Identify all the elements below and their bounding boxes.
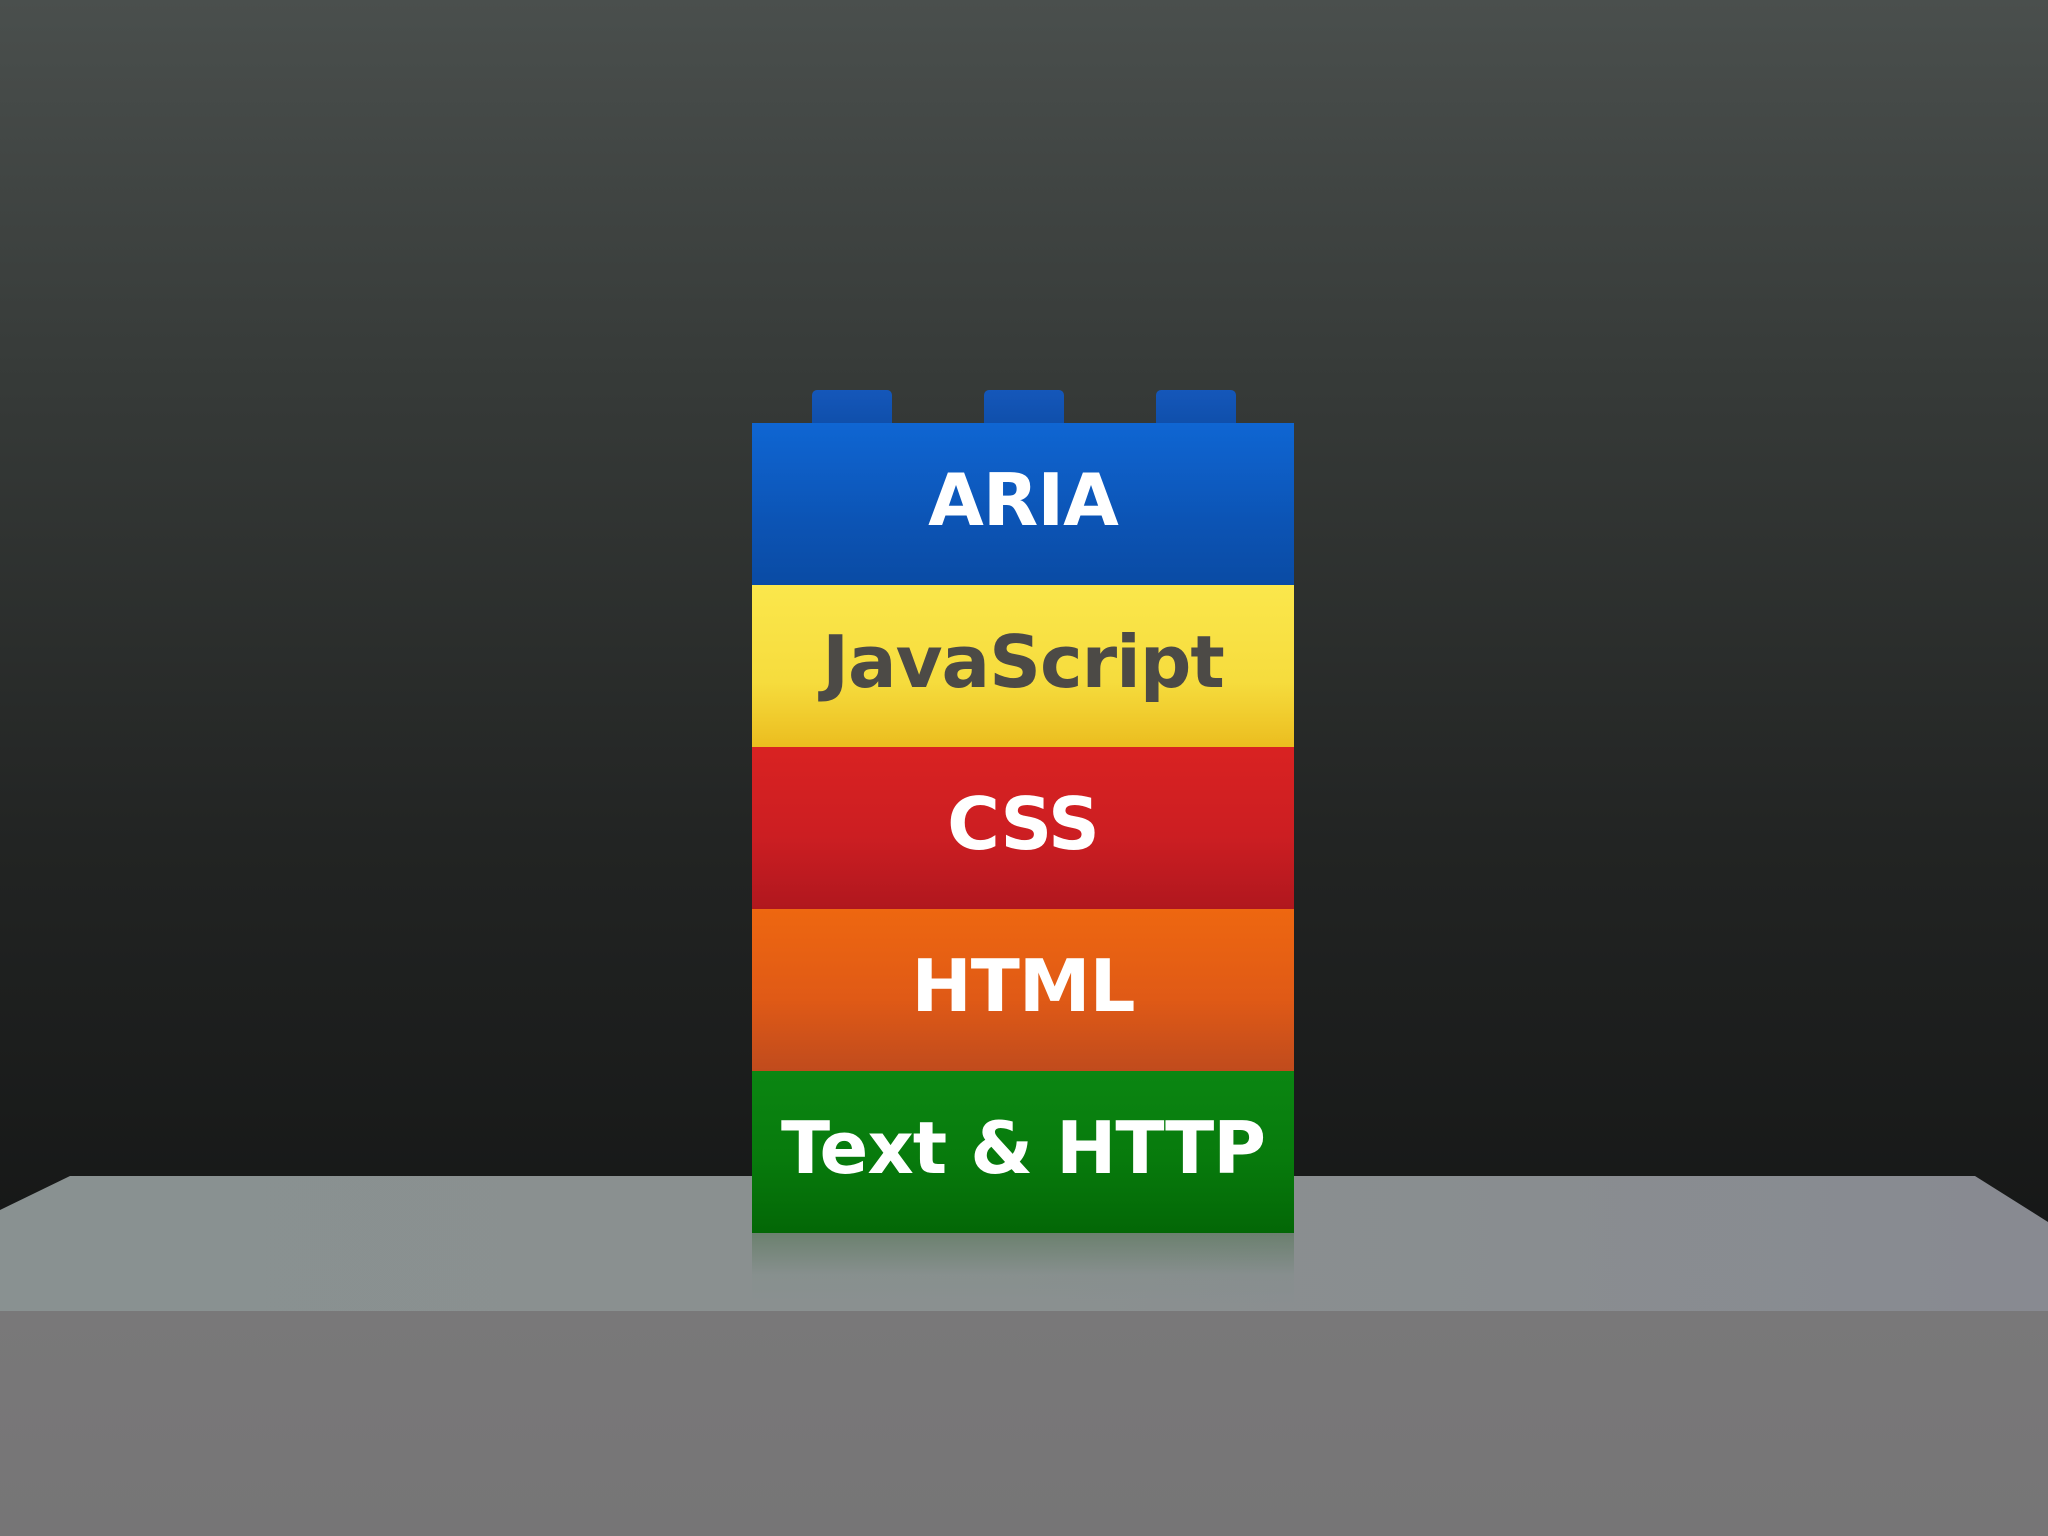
lego-brick-stack: ARIA JavaScript CSS HTML Text & HTTP	[752, 390, 1294, 1233]
brick-stud	[984, 390, 1064, 424]
brick-reflection	[752, 1233, 1294, 1303]
layer-aria: ARIA	[752, 423, 1294, 585]
layer-css: CSS	[752, 747, 1294, 909]
stack-layers: ARIA JavaScript CSS HTML Text & HTTP	[752, 423, 1294, 1233]
layer-text-http-label: Text & HTTP	[780, 1106, 1266, 1190]
table-front	[0, 1311, 2048, 1536]
layer-javascript: JavaScript	[752, 585, 1294, 747]
layer-html-label: HTML	[911, 944, 1136, 1028]
layer-javascript-label: JavaScript	[822, 620, 1225, 704]
brick-stud	[1156, 390, 1236, 424]
layer-aria-label: ARIA	[928, 458, 1119, 542]
layer-css-label: CSS	[947, 782, 1100, 866]
layer-text-http: Text & HTTP	[752, 1071, 1294, 1233]
brick-stud	[812, 390, 892, 424]
layer-html: HTML	[752, 909, 1294, 1071]
